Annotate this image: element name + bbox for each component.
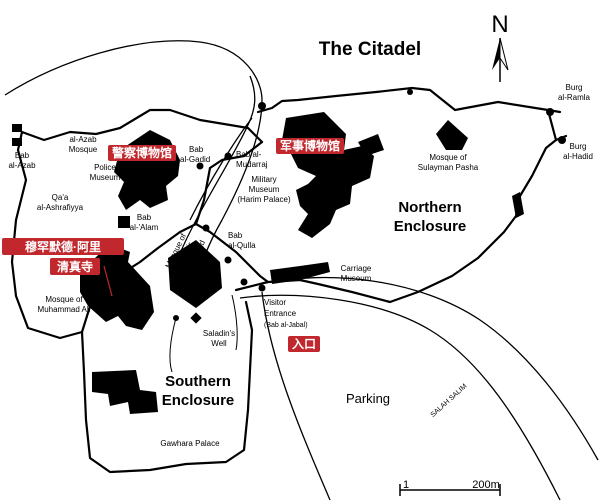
bab-al-gadid-label-1: Bab	[189, 145, 204, 154]
carriage-museum-label-1: Carriage	[341, 264, 372, 273]
saladins-well-label-1: Saladin's	[203, 329, 235, 338]
north-tower-block	[512, 192, 524, 218]
al-nasir-mosque-building	[168, 240, 222, 308]
military-museum-annotation-bg	[276, 138, 344, 154]
bab-al-alam-tower	[118, 216, 130, 228]
bab-al-qulla-label-1: Bab	[228, 231, 243, 240]
northern-enclosure-label-2: Enclosure	[394, 218, 467, 235]
bab-al-azab-tower-1	[12, 124, 22, 132]
carriage-museum-label-2: Museum	[341, 274, 372, 283]
bab-al-azab-tower-2	[12, 138, 22, 146]
inner-wall-1	[208, 140, 264, 170]
al-azab-mosque-label-2: Mosque	[69, 145, 98, 154]
entrance-annotation-bg	[288, 336, 320, 352]
muhammad-ali-mosque-label-1: Mosque of	[45, 295, 83, 304]
lower-road-2	[254, 276, 599, 461]
muhammad-ali-annotation-2: 清真寺	[57, 259, 93, 274]
carriage-museum-building	[270, 262, 330, 284]
tunnel-road	[189, 117, 253, 221]
muhammad-ali-pointer	[103, 265, 113, 297]
entrance-road	[261, 291, 331, 501]
northern-enclosure-label-1: Northern	[398, 199, 461, 216]
qaa-al-ashrafiyya-label-2: al-Ashrafiyya	[37, 203, 84, 212]
north-letter: N	[491, 11, 508, 38]
south-tower	[173, 315, 179, 321]
bab-al-mudarraj-tower	[224, 152, 232, 160]
southern-enclosure-label-1: Southern	[165, 373, 231, 390]
burg-al-hadid-label-2: al-Hadid	[563, 152, 593, 161]
sulayman-pasha-label-2: Sulayman Pasha	[418, 163, 479, 172]
burg-al-ramla-tower	[546, 108, 554, 116]
parking-label: Parking	[346, 391, 390, 406]
burg-al-ramla-label-1: Burg	[566, 83, 583, 92]
bab-al-qulla-tower	[202, 224, 210, 232]
visitor-entrance-tower	[258, 284, 266, 292]
scale-start-label: 1	[403, 479, 409, 491]
visitor-entrance-label-3: (Bab al-Jabal)	[264, 322, 308, 329]
bab-al-alam-label-2: al-'Alam	[130, 223, 159, 232]
scale-end-label: 200m	[472, 479, 500, 491]
military-museum-annotation: 军事博物馆	[280, 138, 340, 153]
police-museum-annotation-bg	[108, 145, 176, 161]
muhammad-ali-annotation-1: 穆罕默德·阿里	[25, 239, 101, 254]
scale-bar: 1 200m	[399, 479, 501, 496]
visitor-entrance-label-1: Visitor	[264, 298, 286, 307]
bab-al-alam-label-1: Bab	[137, 213, 152, 222]
military-museum-label-1: Military	[251, 175, 276, 184]
chinese-annotations: 警察博物馆 军事博物馆 穆罕默德·阿里 清真寺 入口	[2, 138, 344, 352]
map-title: The Citadel	[319, 39, 421, 60]
bab-al-gadid-label-2: al-Gadid	[180, 155, 210, 164]
police-museum-label-1: Police	[94, 163, 116, 172]
buildings	[12, 112, 524, 414]
al-azab-mosque-label-1: al-Azab	[69, 135, 97, 144]
bab-al-gadid-tower	[196, 162, 204, 170]
visitor-entrance-label-2: Entrance	[264, 309, 297, 318]
muhammad-ali-mosque-label-2: Muhammad Ali	[38, 305, 91, 314]
military-museum-label-2: Museum	[249, 185, 280, 194]
qaa-al-ashrafiyya-label-1: Qa'a	[52, 193, 69, 202]
northern-enclosure-wall	[234, 86, 558, 304]
police-museum-label-2: Museum	[90, 173, 121, 182]
bab-al-mudarraj-label-2: Mudarraj	[236, 160, 268, 169]
southern-enclosure-label-2: Enclosure	[162, 392, 235, 409]
entrance-tower-1	[240, 278, 248, 286]
bab-al-mudarraj-label-1: Bab al-	[236, 150, 262, 159]
well-path	[169, 317, 177, 373]
bab-al-qulla-label-2: al-Qulla	[228, 241, 256, 250]
burg-al-ramla-label-2: al-Ramla	[558, 93, 591, 102]
gawhara-palace-label: Gawhara Palace	[160, 439, 220, 448]
lower-road-1	[239, 294, 561, 501]
sulayman-pasha-label-1: Mosque of	[429, 153, 467, 162]
military-museum-annex	[358, 134, 384, 156]
muhammad-ali-annotation-bg-2	[50, 258, 100, 275]
western-wall	[10, 108, 264, 474]
muhammad-ali-annotation-bg-1	[2, 238, 124, 255]
burg-al-hadid-tower	[558, 136, 566, 144]
north-arrow-icon: N	[491, 11, 509, 82]
inner-road	[177, 75, 256, 259]
bab-al-azab-label-2: al-Azab	[8, 161, 36, 170]
military-museum-label-3: (Harim Palace)	[237, 195, 291, 204]
north-wall-tower	[407, 89, 413, 95]
inner-path	[231, 294, 238, 351]
bab-al-qulla-tower-2	[224, 256, 232, 264]
bab-al-azab-label-1: Bab	[15, 151, 30, 160]
wall-tower-north	[258, 102, 266, 110]
saladins-well-label-2: Well	[211, 339, 227, 348]
sulayman-pasha-mosque-building	[436, 120, 468, 150]
burg-al-hadid-label-1: Burg	[570, 142, 587, 151]
gawhara-palace-building	[92, 370, 158, 414]
police-museum-annotation: 警察博物馆	[111, 145, 172, 160]
entrance-annotation: 入口	[292, 337, 316, 351]
towers	[173, 89, 566, 321]
saladins-well-marker	[190, 312, 202, 324]
